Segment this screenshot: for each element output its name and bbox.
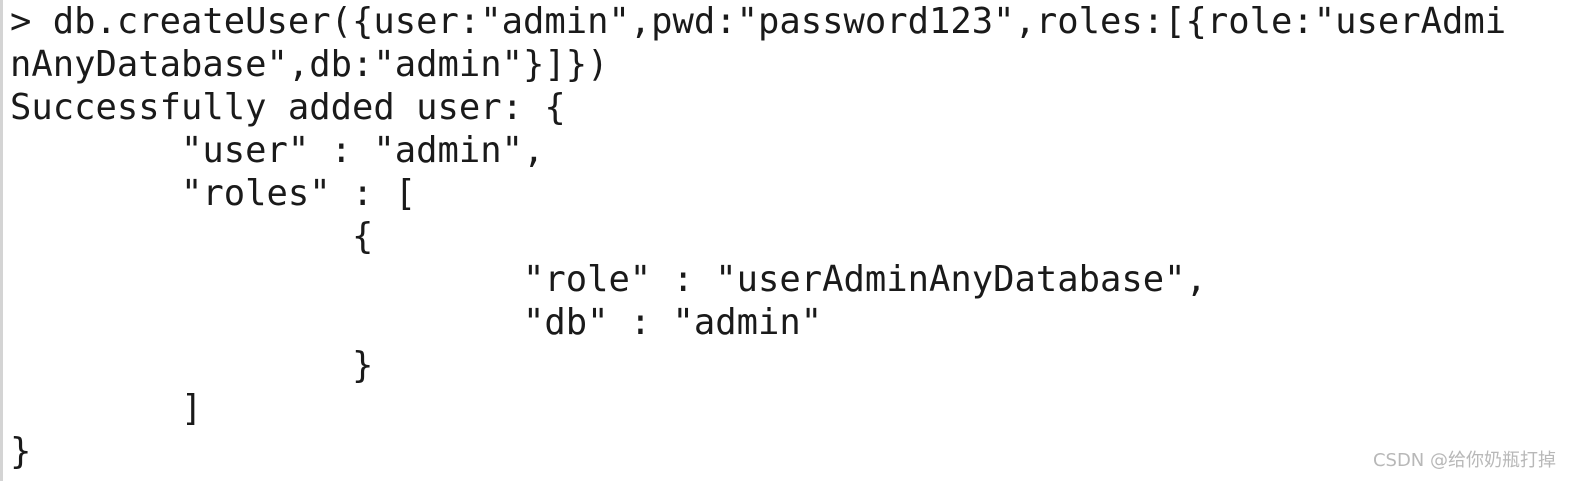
output-line: Successfully added user: { (10, 87, 566, 128)
output-line: ] (10, 388, 203, 429)
terminal-output: > db.createUser({user:"admin",pwd:"passw… (10, 0, 1506, 473)
output-line: "db" : "admin" (10, 302, 823, 343)
output-line: "role" : "userAdminAnyDatabase", (10, 259, 1207, 300)
output-line: { (10, 216, 374, 257)
command-line: > db.createUser({user:"admin",pwd:"passw… (10, 1, 1507, 42)
output-line: } (10, 431, 32, 472)
output-line: "user" : "admin", (10, 130, 545, 171)
output-line: } (10, 345, 374, 386)
csdn-watermark: CSDN @给你奶瓶打掉 (1372, 450, 1556, 471)
output-line: "roles" : [ (10, 173, 417, 214)
command-line-wrap: nAnyDatabase",db:"admin"}]}) (10, 44, 609, 85)
